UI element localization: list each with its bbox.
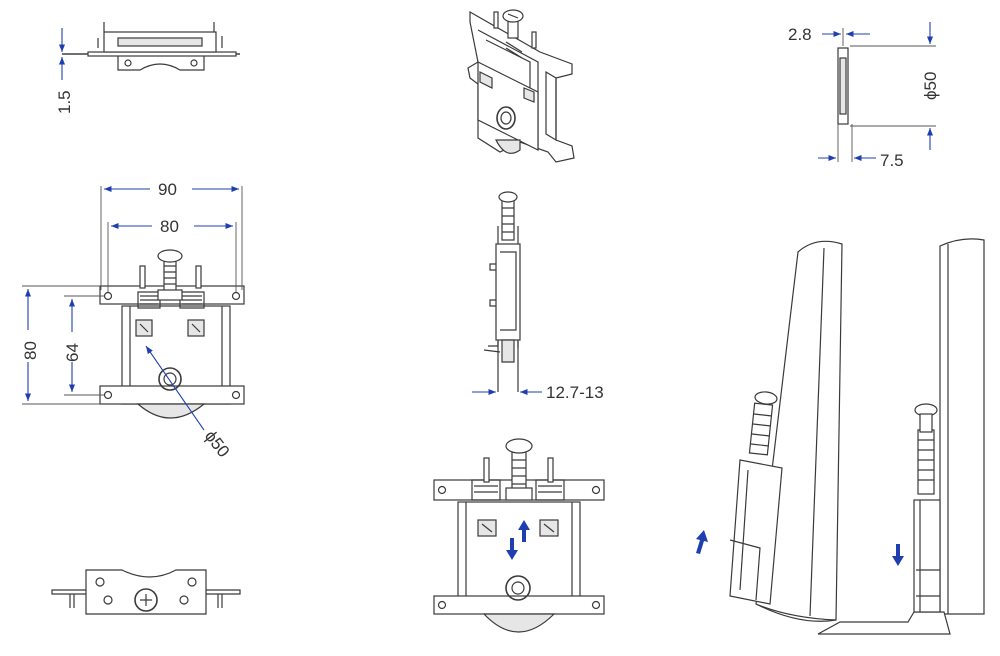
thickness-label: 1.5 [55,90,74,114]
dim-wheel-diameter: ϕ50 [921,22,940,150]
dim-hole-spacing: 80 [107,217,237,292]
dim-gap: 12.7-13 [472,383,604,402]
dim-wheel-width: 7.5 [818,151,904,170]
wheel-thickness-label: 2.8 [788,25,812,44]
hole-spacing-label: 80 [160,217,179,236]
dim-overall-height: 80 [21,285,100,405]
install-up-arrow-icon [696,530,708,554]
adjust-up-arrow-icon [518,520,530,542]
install-down-arrow-icon [892,544,904,566]
overall-height-label: 80 [21,341,40,360]
dim-hole-height: 64 [63,295,104,396]
front-view-adjust [433,438,605,633]
dim-thickness: 1.5 [55,28,74,114]
dim-overall-width: 90 [100,180,243,290]
adjust-down-arrow-icon [506,538,518,560]
wheel-side-view [837,28,936,162]
hole-height-label: 64 [63,343,82,362]
wheel-width-label: 7.5 [880,151,904,170]
isometric-view [467,9,575,163]
overall-width-label: 90 [158,180,177,199]
dim-wheel-thickness: 2.8 [788,25,870,44]
front-view-dimensioned [99,249,245,419]
top-view-thin [62,22,240,71]
side-view [483,191,521,392]
wheel-diameter-side-label: ϕ50 [921,72,940,100]
bottom-view [51,569,241,615]
wheel-diameter-label: ϕ50 [201,427,233,461]
gap-label: 12.7-13 [546,383,604,402]
installation-view [729,238,985,635]
